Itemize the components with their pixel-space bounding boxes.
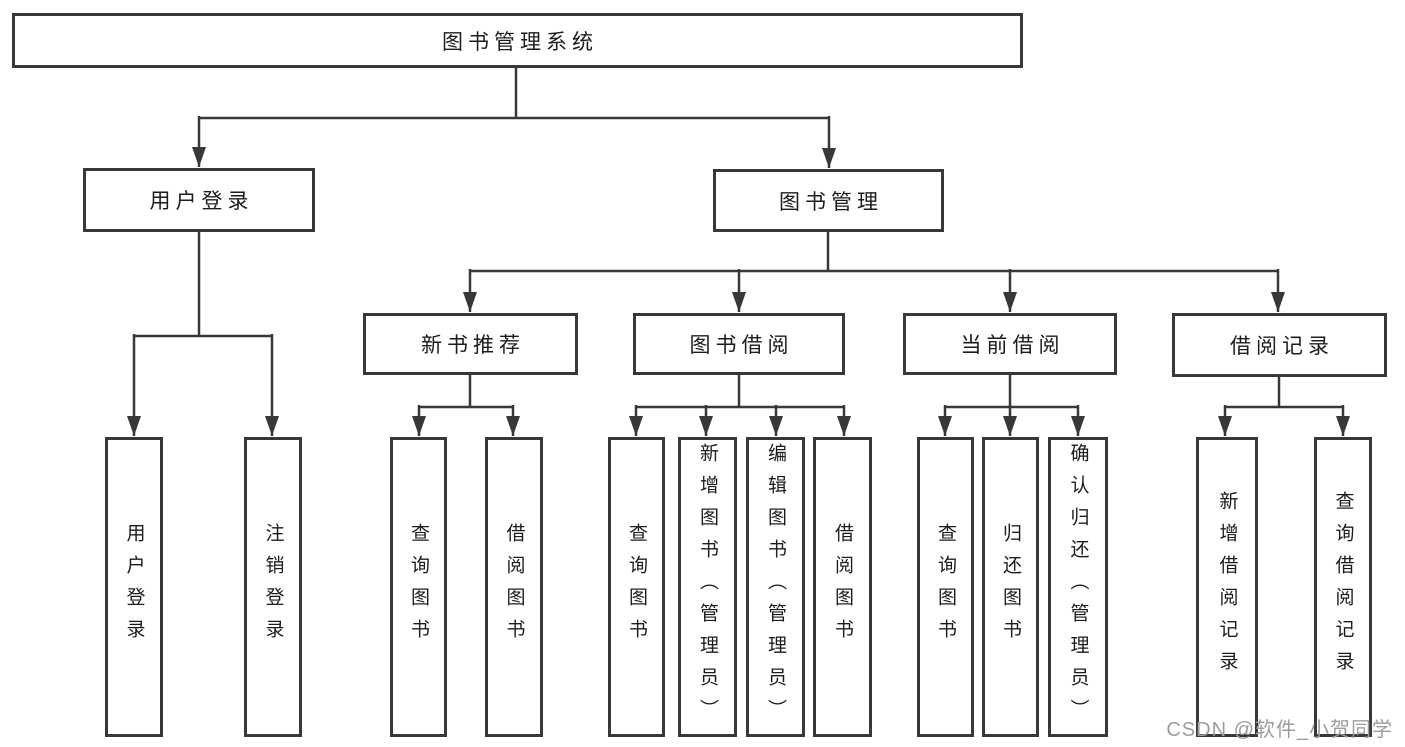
leaf-borrow-books-recommend: 借阅图书 <box>485 437 543 737</box>
leaf-query-books-borrow-label: 查询图书 <box>626 523 647 651</box>
node-user-login: 用户登录 <box>83 168 315 232</box>
leaf-query-books-current-label: 查询图书 <box>935 523 956 651</box>
node-current-borrow: 当前借阅 <box>903 313 1117 375</box>
leaf-confirm-return-admin-label: 确认归还（管理员） <box>1067 443 1089 731</box>
csdn-watermark: CSDN @软件_小贺同学 <box>1166 719 1393 741</box>
leaf-add-book-admin-label: 新增图书（管理员） <box>697 443 718 731</box>
leaf-edit-book-admin-label: 编辑图书（管理员） <box>765 443 786 731</box>
leaf-query-borrow-record: 查询借阅记录 <box>1314 437 1372 737</box>
leaf-query-books-recommend-label: 查询图书 <box>408 523 429 651</box>
leaf-borrow-books: 借阅图书 <box>813 437 872 737</box>
leaf-query-borrow-record-label: 查询借阅记录 <box>1332 491 1354 683</box>
leaf-user-login-label: 用户登录 <box>123 523 145 651</box>
leaf-add-book-admin: 新增图书（管理员） <box>678 437 737 737</box>
leaf-query-books-current: 查询图书 <box>917 437 974 737</box>
leaf-logout-label: 注销登录 <box>262 523 284 651</box>
node-library-management-system: 图书管理系统 <box>12 13 1023 68</box>
leaf-query-books-recommend: 查询图书 <box>390 437 447 737</box>
leaf-confirm-return-admin: 确认归还（管理员） <box>1048 437 1108 737</box>
leaf-add-borrow-record-label: 新增借阅记录 <box>1216 491 1238 683</box>
node-book-management: 图书管理 <box>713 169 944 232</box>
leaf-user-login: 用户登录 <box>105 437 163 737</box>
leaf-borrow-books-recommend-label: 借阅图书 <box>503 523 525 651</box>
leaf-logout: 注销登录 <box>244 437 302 737</box>
leaf-borrow-books-label: 借阅图书 <box>832 523 853 651</box>
node-new-book-recommend: 新书推荐 <box>363 313 578 375</box>
leaf-add-borrow-record: 新增借阅记录 <box>1196 437 1258 737</box>
leaf-return-book-label: 归还图书 <box>1000 523 1021 651</box>
leaf-edit-book-admin: 编辑图书（管理员） <box>746 437 805 737</box>
node-borrow-records: 借阅记录 <box>1172 313 1387 377</box>
node-book-borrow: 图书借阅 <box>633 313 845 375</box>
leaf-query-books-borrow: 查询图书 <box>608 437 665 737</box>
leaf-return-book: 归还图书 <box>982 437 1039 737</box>
